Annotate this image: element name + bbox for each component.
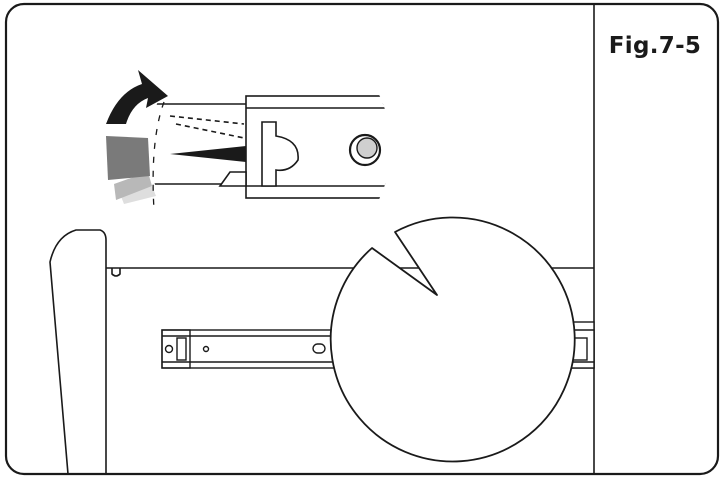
arrow-guide-dashes [152, 101, 165, 211]
curved-up-arrow-icon [106, 70, 168, 204]
magnified-callout [329, 216, 576, 463]
figure-label: Fig.7-5 [608, 33, 702, 59]
figure-border [4, 2, 720, 476]
magnified-rail-detail [150, 95, 391, 199]
release-latch [170, 146, 246, 162]
